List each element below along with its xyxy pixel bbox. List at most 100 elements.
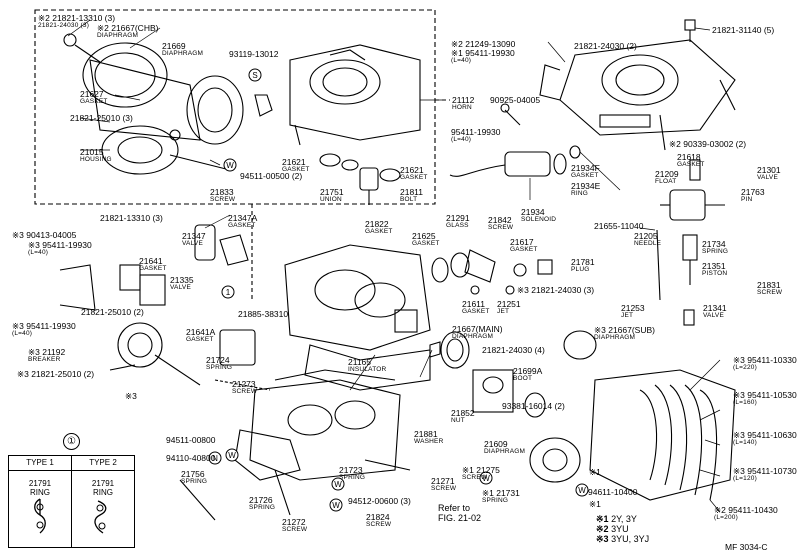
vacuum-hoses-drawing: [529, 369, 736, 501]
part-description: DIAPHRAGM: [97, 32, 139, 39]
part-number: 21015: [80, 147, 104, 157]
part-description: (L=40): [451, 57, 472, 64]
part-description: GASKET: [80, 98, 108, 105]
model-legend: ※1 2Y, 3Y ※2 3YU ※3 3YU, 3YJ: [596, 514, 649, 544]
callout-w4: W: [332, 501, 340, 510]
part-description: SCREW: [210, 196, 236, 203]
part-number: 21301: [757, 165, 781, 175]
callout-w: W: [226, 161, 234, 170]
part-label: ※2 21667(CHB)DIAPHRAGM: [97, 24, 158, 40]
part-number: 21205: [634, 231, 658, 241]
part-label: ※3 21821-24030 (3): [517, 286, 594, 295]
part-number: 93119-13012: [229, 49, 279, 59]
part-label: 94512-00600 (3): [348, 497, 411, 506]
part-description: GASKET: [412, 240, 440, 247]
part-label: 21885-38310: [238, 310, 288, 319]
part-label: 94611-10400: [588, 487, 638, 497]
part-number: 21347A: [228, 213, 258, 223]
type2-cell: 21791 RING: [71, 470, 135, 548]
part-label: 94511-00800: [166, 435, 216, 445]
part-description: BOOT: [513, 375, 533, 382]
refer-note: Refer to FIG. 21-02: [438, 503, 481, 523]
part-description: SPRING: [482, 497, 509, 504]
part-number: 90925-04005: [490, 95, 541, 105]
part-description: GASKET: [400, 174, 428, 181]
part-number: 21625: [412, 231, 436, 241]
main-diaphragm-drawing: [429, 330, 597, 418]
part-number: 21723: [339, 465, 363, 475]
legend-row-3: ※3 3YU, 3YJ: [596, 534, 650, 544]
part-label: ※3: [125, 392, 137, 401]
leader-lines: [67, 19, 721, 513]
part-number: 21699A: [513, 366, 543, 376]
part-label: ※1 95411-19930(L=40): [451, 49, 515, 65]
ring-type2-icon: [94, 500, 107, 534]
part-description: (L=40): [451, 136, 472, 143]
float-needle-drawing: [656, 159, 725, 326]
part-label: 94110-40800: [166, 454, 215, 463]
part-description: SCREW: [431, 485, 457, 492]
part-description: GASKET: [365, 228, 393, 235]
part-description: SCREW: [232, 388, 258, 395]
part-number: ※3 21192: [28, 347, 66, 357]
callout-one: 1: [226, 288, 231, 297]
callout-s: S: [252, 71, 257, 80]
part-label: 94511-00500 (2): [240, 171, 303, 181]
part-label: 93381-16014 (2): [502, 402, 565, 411]
part-description: SCREW: [366, 521, 392, 528]
part-number: 94511-00800: [166, 435, 216, 445]
part-description: GASKET: [282, 166, 310, 173]
part-number: 21621: [282, 157, 306, 167]
part-number: ※3 95411-10330: [733, 355, 797, 365]
part-description: DIAPHRAGM: [452, 333, 494, 340]
carburetor-main-body-drawing: [284, 244, 431, 391]
carburetor-horn-drawing: [289, 44, 421, 146]
part-number: 94611-10400: [588, 487, 638, 497]
legend-row-2: ※2 3YU: [596, 524, 629, 534]
part-description: (L=200): [714, 514, 738, 521]
part-number: 21641: [139, 256, 163, 266]
part-description: (L=160): [733, 399, 757, 406]
part-number: ※1 95411-19930: [451, 48, 515, 58]
part-number: 21824: [366, 512, 390, 522]
part-number: 94511-00500 (2): [240, 171, 303, 181]
part-number: 21351: [702, 261, 726, 271]
part-label: ※2 90339-03002 (2): [669, 140, 746, 149]
part-number: 21734: [702, 239, 726, 249]
part-label: 21655-11040: [594, 222, 643, 231]
part-number: 21934F: [571, 163, 600, 173]
part-number: ※3 95411-10730: [733, 466, 797, 476]
part-number: 21821-25010 (3): [70, 113, 133, 123]
part-description: INSULATOR: [348, 366, 387, 373]
part-label: ※3 95411-10530(L=160): [733, 391, 797, 407]
part-number: 21821-25010 (2): [81, 307, 144, 317]
part-description: PISTON: [702, 270, 728, 277]
part-number: 21335: [170, 275, 194, 285]
part-number: 21165: [348, 357, 372, 367]
part-description: SCREW: [462, 474, 488, 481]
carburetor-lower-body-drawing: [179, 369, 411, 521]
part-label: 95411-19930(L=40): [451, 128, 500, 144]
part-label: 93119-13012: [229, 49, 279, 59]
part-description: DIAPHRAGM: [484, 448, 526, 455]
